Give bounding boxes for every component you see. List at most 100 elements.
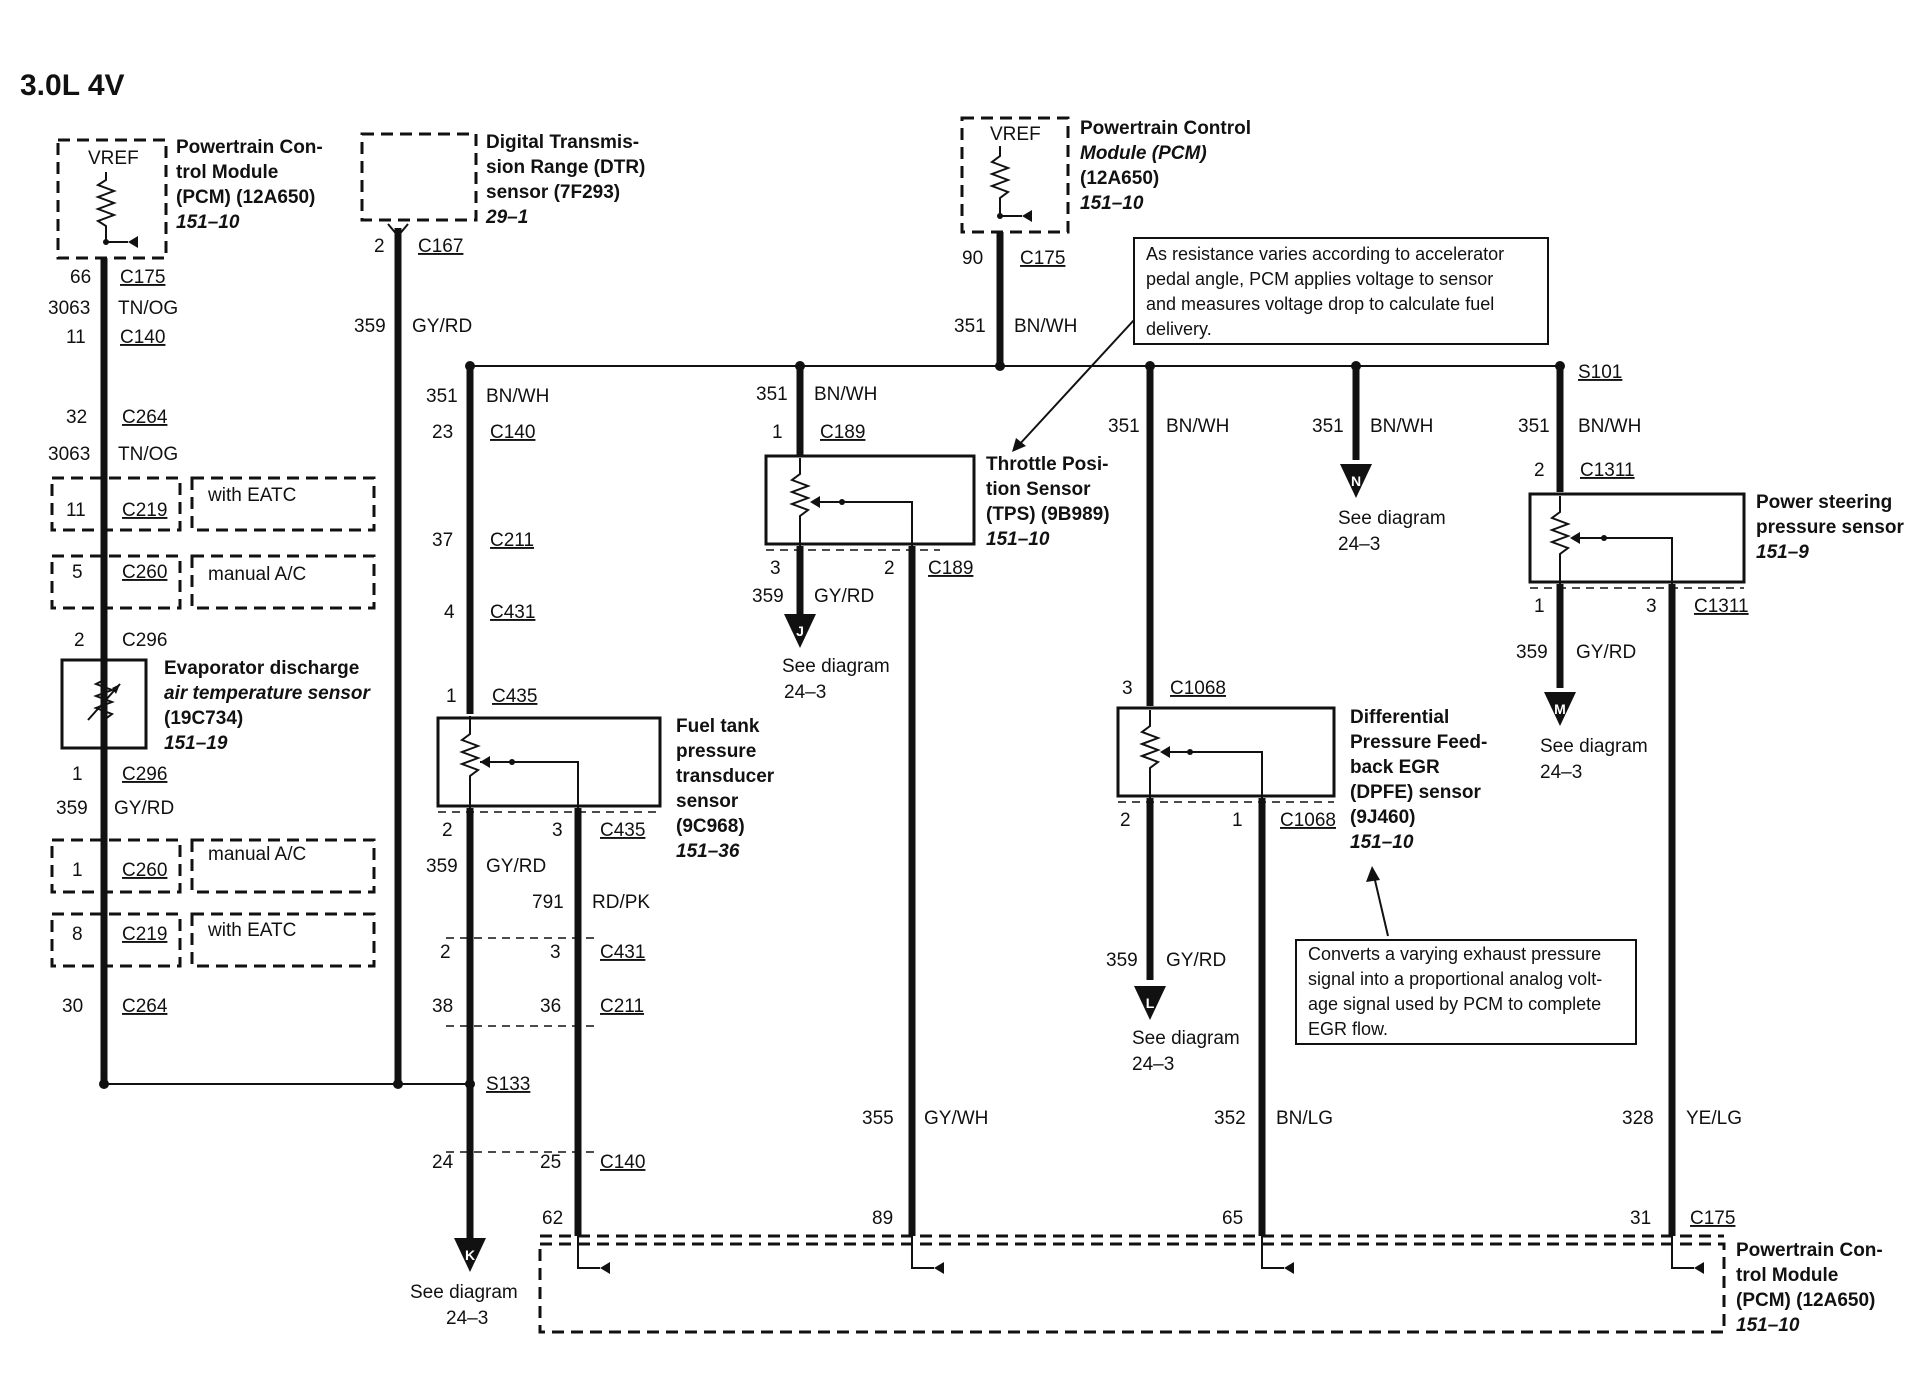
svg-text:2: 2: [1120, 810, 1131, 831]
svg-text:2: 2: [374, 236, 385, 257]
svg-text:C431: C431: [600, 942, 645, 963]
svg-text:1: 1: [1534, 596, 1545, 617]
svg-text:(9J460): (9J460): [1350, 807, 1416, 828]
svg-text:sion Range (DTR): sion Range (DTR): [486, 157, 645, 178]
svg-text:air temperature sensor: air temperature sensor: [164, 683, 372, 704]
svg-text:TN/OG: TN/OG: [118, 298, 178, 319]
svg-text:pressure sensor: pressure sensor: [1756, 517, 1904, 538]
svg-text:1: 1: [772, 422, 783, 443]
svg-text:151–10: 151–10: [1736, 1315, 1800, 1336]
svg-text:EGR flow.: EGR flow.: [1308, 1019, 1388, 1039]
svg-text:transducer: transducer: [676, 766, 775, 787]
svg-text:K: K: [465, 1247, 475, 1263]
svg-text:GY/RD: GY/RD: [1166, 950, 1226, 971]
page-title: 3.0L 4V: [20, 69, 125, 102]
svg-text:24–3: 24–3: [1132, 1054, 1174, 1075]
svg-text:Converts a varying exhaust pre: Converts a varying exhaust pressure: [1308, 944, 1601, 964]
svg-text:C189: C189: [928, 558, 973, 579]
svg-text:tion Sensor: tion Sensor: [986, 479, 1091, 500]
svg-text:Evaporator discharge: Evaporator discharge: [164, 658, 359, 679]
svg-text:See diagram: See diagram: [782, 656, 890, 677]
svg-text:4: 4: [444, 602, 455, 623]
svg-text:J: J: [796, 623, 804, 639]
svg-text:11: 11: [66, 500, 86, 521]
svg-text:(DPFE) sensor: (DPFE) sensor: [1350, 782, 1482, 803]
svg-text:62: 62: [542, 1208, 563, 1229]
svg-text:C189: C189: [820, 422, 865, 443]
svg-text:C435: C435: [600, 820, 645, 841]
svg-text:351: 351: [1108, 416, 1140, 437]
svg-text:GY/RD: GY/RD: [114, 798, 174, 819]
svg-text:TN/OG: TN/OG: [118, 444, 178, 465]
svg-text:BN/LG: BN/LG: [1276, 1108, 1333, 1129]
svg-text:351: 351: [1518, 416, 1550, 437]
svg-text:5: 5: [72, 562, 83, 583]
svg-text:pressure: pressure: [676, 741, 756, 762]
svg-text:See diagram: See diagram: [1338, 508, 1446, 529]
svg-text:351: 351: [426, 386, 458, 407]
svg-text:30: 30: [62, 996, 83, 1017]
pcm-bottom-module: Powertrain Con- trol Module (PCM) (12A65…: [538, 1234, 1883, 1336]
vref-label-left: VREF: [88, 148, 139, 169]
svg-text:(TPS) (9B989): (TPS) (9B989): [986, 504, 1110, 525]
svg-text:23: 23: [432, 422, 453, 443]
svg-text:C260: C260: [122, 562, 167, 583]
pcm-left-label-2: trol Module: [176, 162, 278, 183]
svg-text:Fuel tank: Fuel tank: [676, 716, 760, 737]
svg-text:3063: 3063: [48, 444, 90, 465]
pcm-left-ref: 151–10: [176, 212, 240, 233]
svg-text:8: 8: [72, 924, 83, 945]
svg-text:signal into a proportional ana: signal into a proportional analog volt-: [1308, 969, 1602, 989]
svg-text:C211: C211: [490, 530, 534, 551]
svg-text:Pressure Feed-: Pressure Feed-: [1350, 732, 1487, 753]
svg-text:sensor (7F293): sensor (7F293): [486, 182, 620, 203]
svg-text:C1068: C1068: [1280, 810, 1336, 831]
svg-text:(12A650): (12A650): [1080, 168, 1159, 189]
svg-text:359: 359: [1106, 950, 1138, 971]
svg-text:age signal used by PCM to comp: age signal used by PCM to complete: [1308, 994, 1601, 1014]
svg-text:37: 37: [432, 530, 453, 551]
svg-text:1: 1: [1232, 810, 1243, 831]
svg-text:3: 3: [1646, 596, 1657, 617]
svg-text:C296: C296: [122, 764, 167, 785]
svg-text:GY/RD: GY/RD: [1576, 642, 1636, 663]
svg-text:Throttle Posi-: Throttle Posi-: [986, 454, 1108, 475]
svg-text:2: 2: [440, 942, 451, 963]
svg-text:See diagram: See diagram: [1132, 1028, 1240, 1049]
svg-text:C175: C175: [1020, 248, 1065, 269]
svg-text:(9C968): (9C968): [676, 816, 745, 837]
pcm-top-module: VREF Powertrain Control Module (PCM) (12…: [954, 116, 1251, 366]
svg-text:328: 328: [1622, 1108, 1654, 1129]
svg-text:151–19: 151–19: [164, 733, 228, 754]
svg-text:791: 791: [532, 892, 564, 913]
svg-text:Powertrain Con-: Powertrain Con-: [1736, 1240, 1883, 1261]
branch-n: 351 BN/WH N See diagram 24–3: [1312, 366, 1446, 555]
evaporator-sensor-box: [60, 658, 148, 750]
svg-text:C431: C431: [490, 602, 535, 623]
svg-text:24–3: 24–3: [784, 682, 826, 703]
svg-text:YE/LG: YE/LG: [1686, 1108, 1742, 1129]
option-with-eatc-1: with EATC: [207, 485, 296, 506]
tps-note: As resistance varies according to accele…: [1012, 237, 1549, 452]
svg-text:BN/WH: BN/WH: [814, 384, 877, 405]
svg-text:sensor: sensor: [676, 791, 739, 812]
svg-text:C296: C296: [122, 630, 167, 651]
pcm-left-label-1: Powertrain Con-: [176, 137, 323, 158]
svg-text:Digital Transmis-: Digital Transmis-: [486, 132, 639, 153]
svg-text:359: 359: [56, 798, 88, 819]
option-manual-ac-1: manual A/C: [208, 564, 306, 585]
fuel-tank-pressure-sensor: 351 BN/WH 23 C140 37 C211 4 C431 1 C435 …: [410, 366, 775, 1329]
svg-text:BN/WH: BN/WH: [1166, 416, 1229, 437]
svg-text:C140: C140: [120, 327, 165, 348]
option-manual-ac-2: manual A/C: [208, 844, 306, 865]
svg-text:31: 31: [1630, 1208, 1651, 1229]
svg-text:C167: C167: [418, 236, 463, 257]
svg-text:24–3: 24–3: [446, 1308, 488, 1329]
svg-text:C140: C140: [600, 1152, 645, 1173]
svg-text:38: 38: [432, 996, 453, 1017]
svg-text:65: 65: [1222, 1208, 1243, 1229]
resistor-symbol: [95, 172, 128, 243]
svg-text:GY/RD: GY/RD: [814, 586, 874, 607]
svg-text:C1068: C1068: [1170, 678, 1226, 699]
svg-text:36: 36: [540, 996, 561, 1017]
